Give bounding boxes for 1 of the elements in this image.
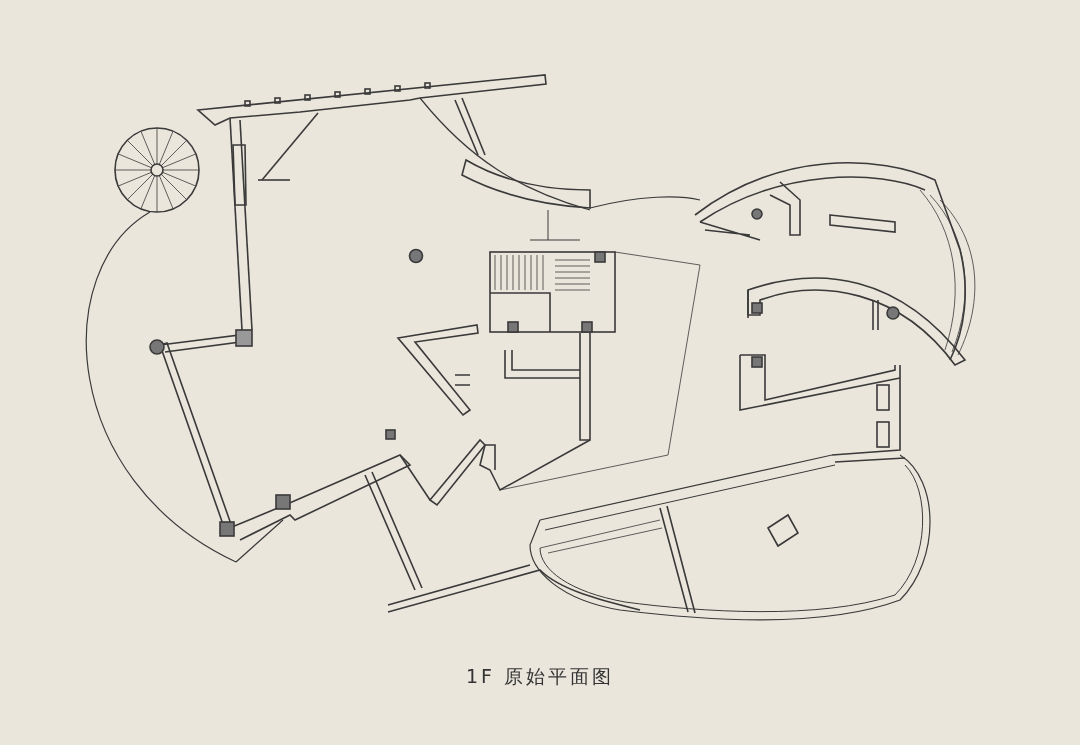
- caption: 1F 原始平面图: [465, 665, 615, 687]
